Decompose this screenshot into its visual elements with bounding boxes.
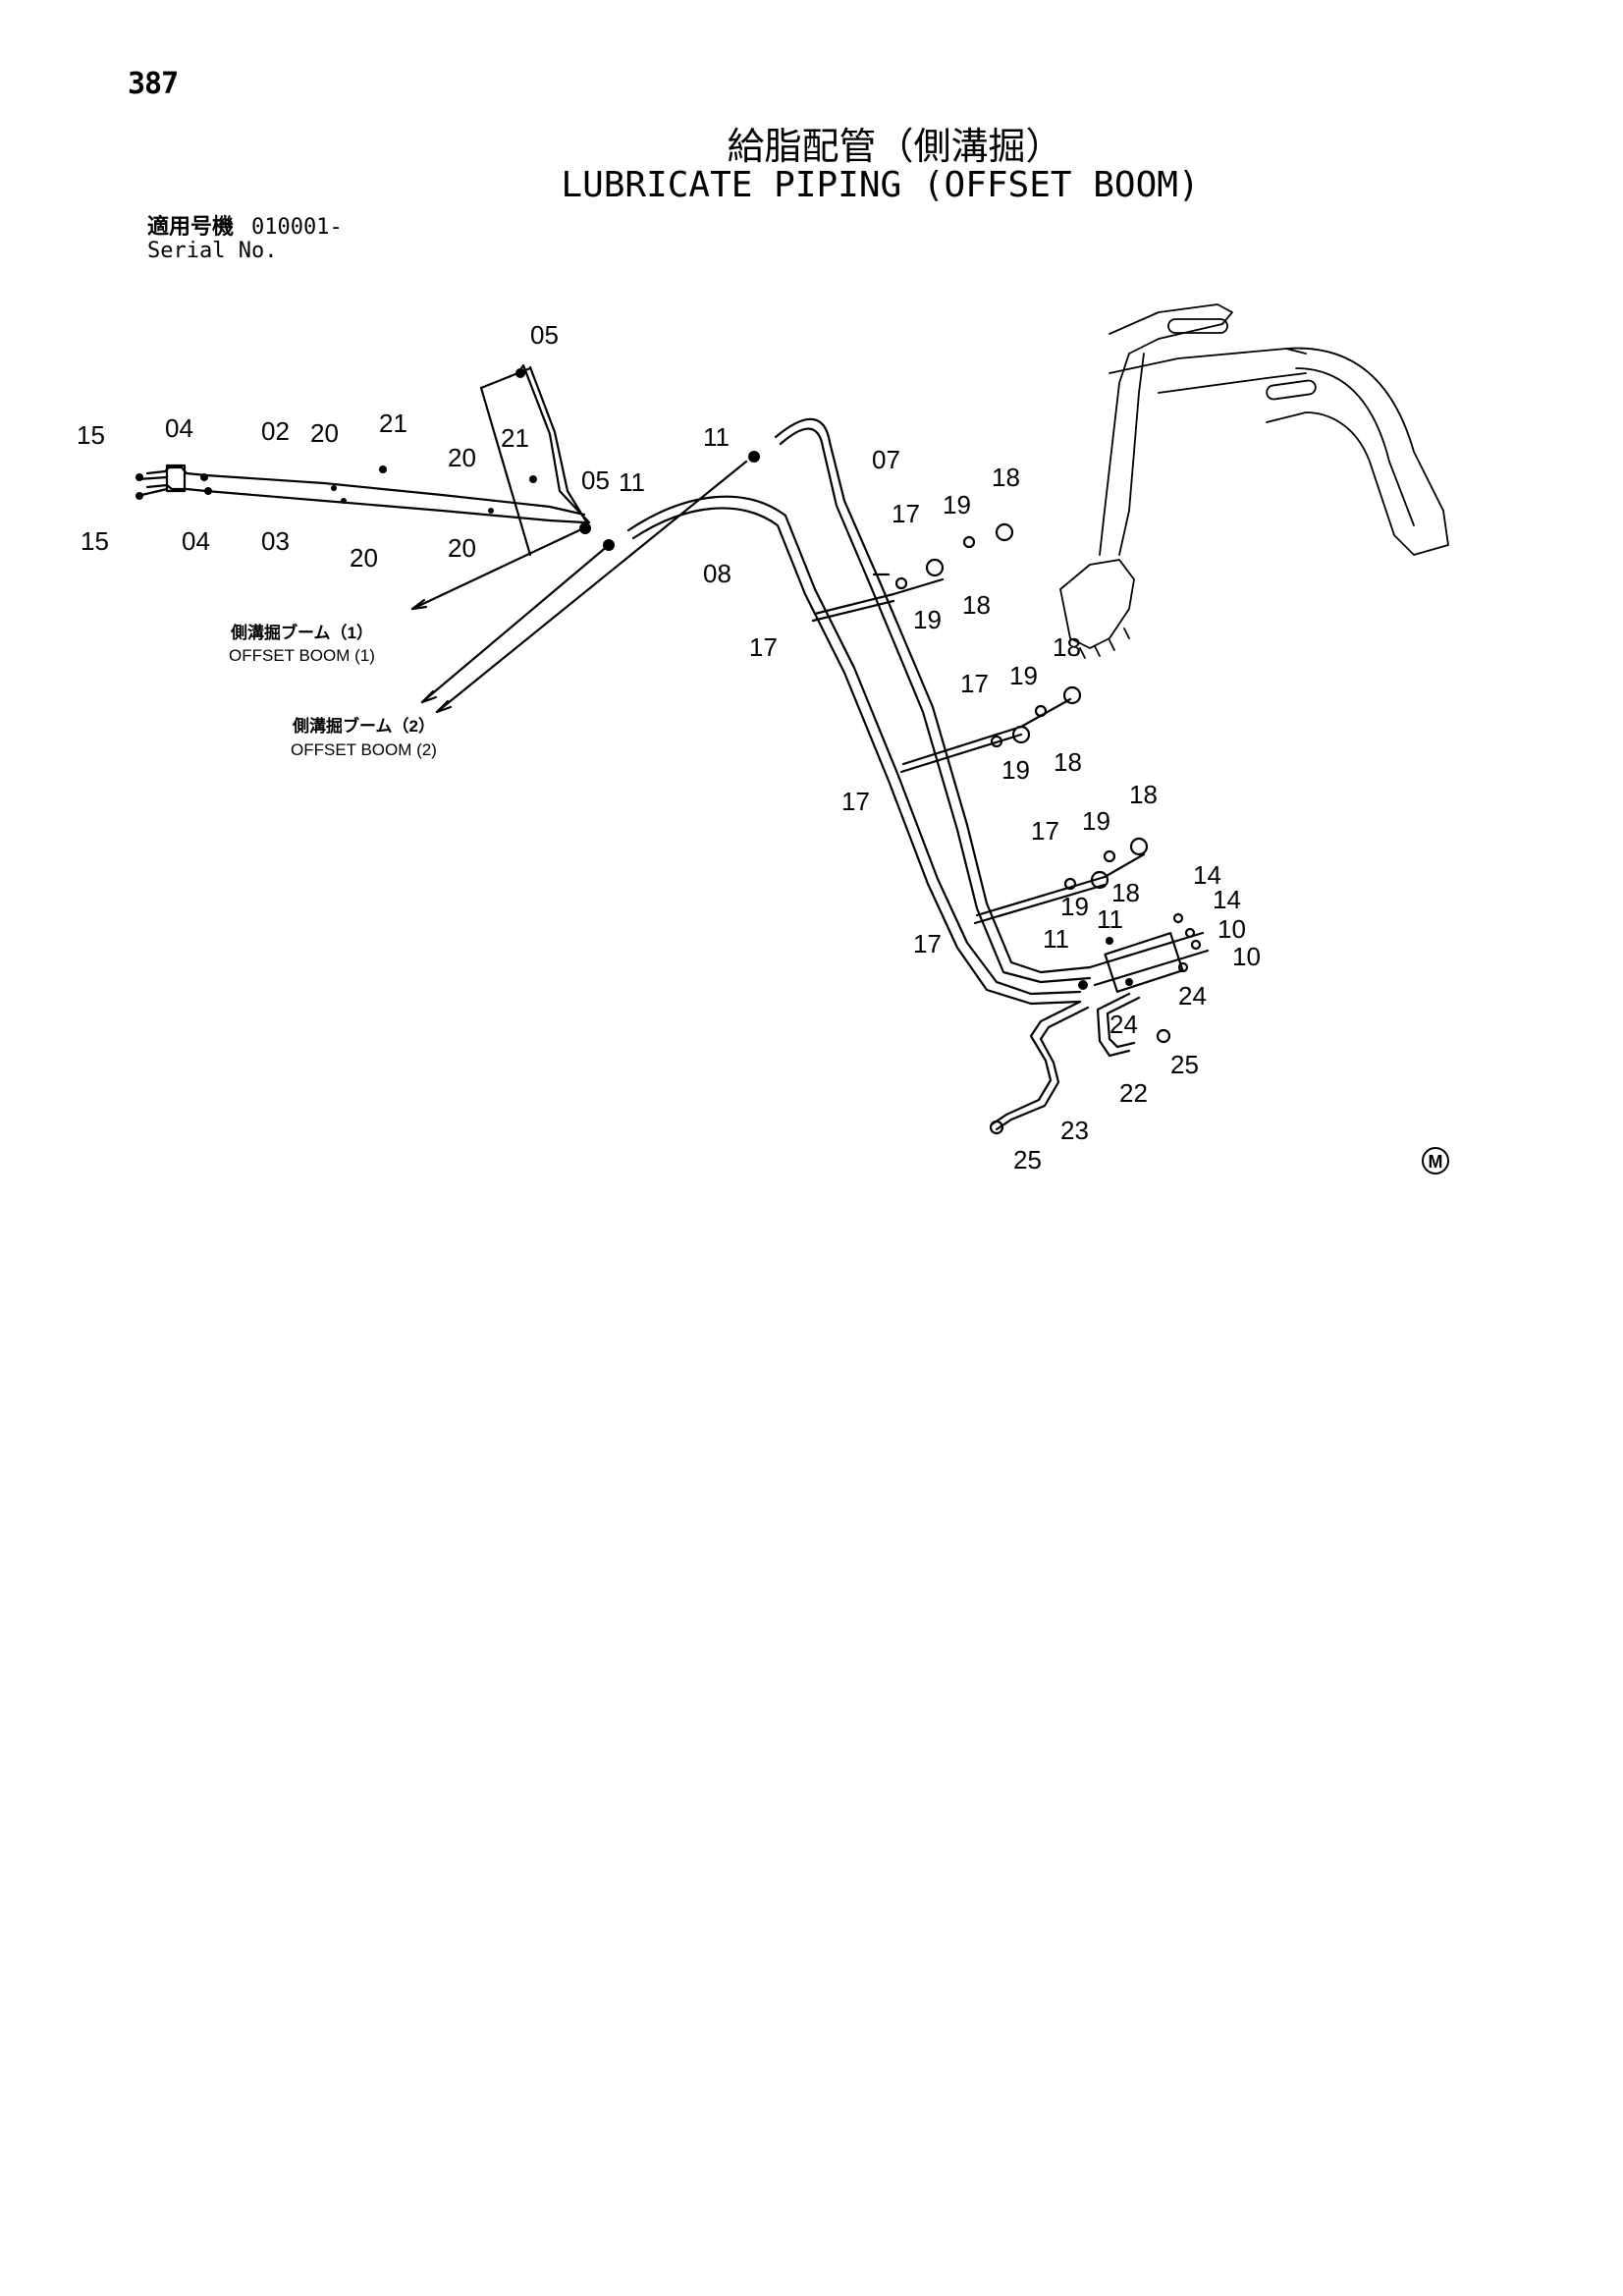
fitting-dots: [135, 368, 1133, 990]
page-number: 387: [128, 67, 179, 101]
callout-23: 23: [1060, 1116, 1089, 1145]
callout-18: 18: [1054, 747, 1082, 777]
ref-boom1-en: OFFSET BOOM (1): [229, 646, 375, 665]
callout-11: 11: [619, 467, 645, 497]
ref-boom1-jp: 側溝掘ブーム（1）: [230, 623, 373, 642]
title-english: LUBRICATE PIPING (OFFSET BOOM): [561, 165, 1200, 205]
callout-10: 10: [1232, 942, 1261, 971]
callout-21: 21: [379, 409, 407, 438]
ref-boom2-jp: 側溝掘ブーム（2）: [292, 716, 435, 736]
title-japanese: 給脂配管（側溝掘）: [727, 125, 1063, 168]
callout-03: 03: [261, 526, 290, 556]
callout-19: 19: [1001, 755, 1030, 785]
callout-17: 17: [841, 787, 870, 816]
callout-02: 02: [261, 416, 290, 446]
callout-25: 25: [1170, 1050, 1199, 1079]
callout-18: 18: [992, 463, 1020, 492]
callout-17: 17: [892, 499, 920, 528]
callout-04: 04: [182, 526, 210, 556]
hose-08: [626, 495, 1082, 1006]
fittings-18-19: [894, 522, 1149, 891]
callout-10: 10: [1217, 914, 1246, 944]
callout-17: 17: [1031, 816, 1059, 846]
callout-24: 24: [1109, 1010, 1138, 1039]
callout-19: 19: [1060, 892, 1089, 921]
callout-18: 18: [1129, 780, 1158, 809]
callout-17: 17: [749, 632, 778, 662]
callout-08: 08: [703, 559, 731, 588]
callout-04: 04: [165, 413, 193, 443]
serial-value: 010001-: [251, 215, 343, 240]
callout-19: 19: [943, 490, 971, 519]
callout-14: 14: [1213, 885, 1241, 914]
callout-20: 20: [350, 543, 378, 573]
serial-label-jp: 適用号機: [147, 215, 235, 240]
callout-18: 18: [962, 590, 991, 620]
callout-05: 05: [530, 320, 559, 350]
callout-24: 24: [1178, 981, 1207, 1011]
callout-20: 20: [310, 418, 339, 448]
callout-11: 11: [1097, 904, 1123, 934]
callout-19: 19: [1082, 806, 1110, 836]
model-mark: M: [1422, 1147, 1449, 1175]
serial-block: 適用号機 010001- Serial No.: [147, 216, 343, 263]
callout-11: 11: [703, 422, 730, 452]
callout-17: 17: [913, 929, 942, 958]
callout-15: 15: [77, 420, 105, 450]
callout-19: 19: [1009, 661, 1038, 690]
callout-14: 14: [1193, 860, 1221, 890]
callout-18: 18: [1111, 878, 1140, 907]
callout-18: 18: [1053, 632, 1081, 662]
callout-22: 22: [1119, 1078, 1148, 1108]
ref-boom2-en: OFFSET BOOM (2): [291, 740, 437, 759]
callout-11: 11: [1043, 924, 1069, 954]
callout-05: 05: [581, 465, 610, 495]
callout-25: 25: [1013, 1145, 1042, 1175]
serial-label-en: Serial No.: [147, 239, 278, 263]
model-mark-letter: M: [1429, 1152, 1443, 1172]
callout-20: 20: [448, 533, 476, 563]
pipe-05: [479, 363, 591, 557]
reference-arrows: [410, 460, 748, 714]
callout-21: 21: [501, 423, 529, 453]
callout-15: 15: [81, 526, 109, 556]
hose-07: [774, 417, 1092, 984]
callout-07: 07: [872, 445, 900, 474]
excavator-illustration: [1059, 303, 1449, 659]
callout-19: 19: [913, 605, 942, 634]
manifold-and-pipes: [989, 912, 1210, 1135]
callout-17: 17: [960, 669, 989, 698]
callout-20: 20: [448, 443, 476, 472]
